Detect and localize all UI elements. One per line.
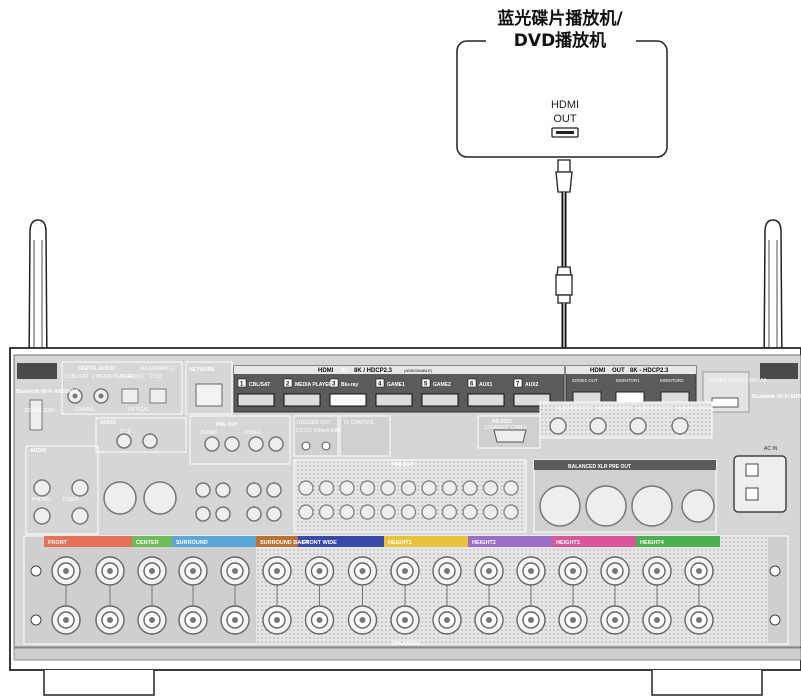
speaker-group-label: HEIGHT1: [388, 540, 412, 546]
hdmi-in-label-7: AUX2: [525, 382, 539, 388]
balanced-xlr-label: BALANCED XLR PRE OUT: [568, 464, 631, 470]
bt-antenna-left-label: Bluetooth Wi-Fi ANTENNA: [16, 389, 79, 395]
pre-out-zone-label: PRE OUT: [216, 422, 238, 428]
hdmi-in-label-1: CBL/SAT: [249, 382, 270, 388]
speaker-group-label: HEIGHT2: [472, 540, 496, 546]
hdmi-out-spec: 8K - HDCP2.3: [630, 368, 669, 374]
hdmi-in-number-4: 4: [378, 382, 382, 388]
optical-input-1: 1 TV AUDIO: [116, 374, 144, 380]
hdmi-in-label-4: GAME1: [387, 382, 405, 388]
hdmi-in-number-3: 3: [332, 382, 336, 388]
hdmi-in-label-3: Blu-ray: [341, 382, 358, 388]
coax-input-1: 1 CBL/SAT: [64, 374, 89, 380]
hdmi-in-header: HDMI: [318, 368, 334, 374]
hdmi-in-number-2: 2: [286, 382, 290, 388]
hdmi-out-port-3-label: MONITOR2: [660, 378, 684, 383]
hdmi-in-number-6: 6: [470, 382, 474, 388]
optical-label: OPTICAL: [128, 407, 150, 413]
coaxial-label: COAXIAL: [74, 407, 96, 413]
zone2-label: ZONE2: [244, 430, 261, 436]
audio-in-label: AUDIO: [100, 420, 116, 426]
subwoofer-2-label: SUBWOOFER2: [596, 406, 632, 412]
bt-antenna-right-label: Bluetooth Wi-Fi ANTENNA: [752, 394, 801, 400]
hdmi-in-label-5: GAME2: [433, 382, 451, 388]
trigger-out-label: TRIGGER OUT: [296, 420, 331, 426]
ir-control-label: IR CONTROL: [344, 420, 375, 426]
hdmi-in-spec: 8K / HDCP2.3: [354, 368, 393, 374]
speaker-group-label: FRONT: [48, 540, 68, 546]
hdmi-in-label-2: MEDIA PLAYER: [295, 382, 333, 388]
hdmi-out-tag: OUT: [612, 368, 625, 374]
hdmi-in-label-6: AUX1: [479, 382, 493, 388]
speaker-group-label: CENTER: [136, 540, 159, 546]
tuner-label: TUNER: [62, 497, 80, 503]
power-supply-label: POWER SUPPLY 5V/1.5A: [708, 378, 767, 384]
hdmi-out-port-1-label: ZONE2 OUT: [572, 378, 598, 383]
hdmi-in-assignable: (ASSIGNABLE): [404, 368, 433, 373]
audio-left-label: AUDIO: [30, 448, 46, 454]
speaker-group-label: HEIGHT4: [640, 540, 665, 546]
subwoofer-1-label: SUBWOOFER1: [556, 406, 592, 412]
hdmi-in-number-5: 5: [424, 382, 428, 388]
network-label: NETWORK: [189, 367, 215, 373]
zone3-label: ZONE3: [200, 430, 217, 436]
optical-input-2: 2 CD: [150, 374, 162, 380]
subwoofer-3-label: SUBWOOFER3: [636, 406, 672, 412]
hdmi-in-tag: IN: [341, 368, 347, 374]
straight-cable-label: STRAIGHT CABLE: [484, 425, 528, 431]
subwoofer-4-label: SUBWOOFER4: [676, 406, 712, 412]
trigger-spec-label: DC12V 150mA MAX: [296, 428, 342, 434]
speaker-group-label: FRONT WIDE: [302, 540, 337, 546]
hdmi-in-number-1: 1: [240, 382, 244, 388]
phono-label: PHONO: [32, 497, 50, 503]
speaker-group-label: SURROUND: [176, 540, 208, 546]
pre-out-main-label: PRE OUT: [392, 462, 414, 468]
audio-cd-label: 5 CD: [120, 429, 132, 435]
speakers-label: SPEAKERS: [392, 641, 420, 647]
hdmi-out-header: HDMI: [590, 368, 606, 374]
digital-audio-assignable: (ASSIGNABLE): [140, 366, 175, 372]
hdmi-out-port-2-label: MONITOR1: [616, 378, 640, 383]
ac-in-label: AC IN: [764, 446, 778, 452]
hdmi-in-number-7: 7: [516, 382, 520, 388]
speaker-group-label: HEIGHT3: [556, 540, 580, 546]
signal-gnd-label: SIGNAL GND: [24, 408, 55, 414]
digital-audio-label: DIGITAL AUDIO: [78, 366, 115, 372]
